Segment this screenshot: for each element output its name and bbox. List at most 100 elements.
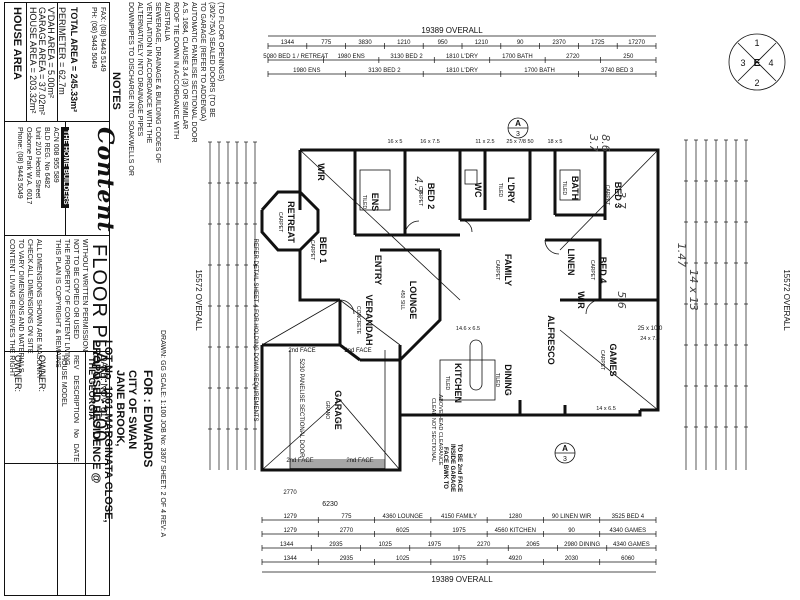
- door-swing: [585, 299, 601, 315]
- ceiling-note: 25 x 10.0: [638, 326, 663, 332]
- compass-line: [737, 42, 777, 82]
- room-finish: CARPET: [494, 260, 500, 280]
- section-marker-sheet: 3: [516, 131, 520, 138]
- roof-line: [261, 399, 341, 471]
- dimension-label: 6060: [621, 556, 635, 562]
- room-finish: CONCRETE: [355, 306, 361, 335]
- handwritten-note: 1.47: [675, 243, 688, 268]
- dimension-label: 775: [341, 514, 352, 520]
- door-swing: [459, 219, 473, 233]
- roof-line: [559, 329, 659, 411]
- overall-dimension-left: 15572 OVERALL: [194, 269, 203, 331]
- section-marker-sheet: 3: [563, 456, 567, 463]
- room-label: WC: [473, 183, 483, 198]
- dimension-label: 4150 FAMILY: [441, 514, 477, 520]
- second-face-label: 2nd FACE: [288, 348, 315, 354]
- room-name: DINING: [503, 364, 513, 396]
- dimension-label: 90 LINEN WIR: [552, 514, 592, 520]
- dimension-label: 2370: [552, 40, 566, 46]
- dimension-label: 1810 L'DRY: [446, 68, 478, 74]
- dimension-label: 1980 ENS: [337, 54, 364, 60]
- room-name: WC: [473, 183, 483, 198]
- room-name: GARAGE: [333, 390, 343, 430]
- dimension-label: 2065: [526, 542, 540, 548]
- window-label: 24 x 7.5: [640, 336, 660, 342]
- dimension-label: 2270: [477, 542, 491, 548]
- dimension-label: 1810 L'DRY: [446, 54, 478, 60]
- window-label: 11 x 2.5: [475, 139, 494, 145]
- overall-dimension-right: 15572 OVERALL: [782, 269, 791, 331]
- room-name: GAMES: [608, 343, 618, 376]
- door-swing: [404, 220, 420, 236]
- dimension-label: 2770: [340, 528, 354, 534]
- room-label: LINEN: [566, 249, 576, 276]
- window-label: 18 x 5: [548, 139, 563, 145]
- room-name: VERANDAH: [364, 294, 374, 345]
- roof-line: [261, 299, 341, 346]
- dimension-label: 1725: [591, 40, 605, 46]
- face-note: FACE BWK TO: [442, 447, 448, 489]
- window-label: 14.6 x 6.5: [456, 326, 480, 332]
- dimension-label: 1210: [397, 40, 411, 46]
- handwritten-note: 4.7: [412, 176, 425, 194]
- title-block: HOUSE AREA HOUSE AREA = 203.32m² GARAGE …: [4, 2, 118, 596]
- dimension-label: 5080 BED 1 / RETREAT: [263, 54, 328, 60]
- handwritten-note: 8.6: [599, 134, 612, 152]
- door-swing: [544, 239, 560, 255]
- second-face-label: 2nd FACE: [344, 348, 371, 354]
- dimension-label: 1344: [283, 556, 297, 562]
- dimension-label: 1344: [280, 542, 294, 548]
- dimension-label: 90: [517, 40, 524, 46]
- dimension-label: 4340 GAMES: [610, 528, 647, 534]
- dimension-label: 2935: [340, 556, 354, 562]
- dimension-label: 1279: [283, 514, 297, 520]
- dimension-label: 3130 BED 2: [368, 68, 401, 74]
- handwritten-note: 3.7: [587, 134, 600, 152]
- room-finish: TILED: [444, 376, 450, 391]
- compass-digit: 4: [768, 58, 773, 68]
- garage-width: 6230: [322, 501, 338, 508]
- room-name: RETREAT: [286, 201, 296, 243]
- room-name: WIR: [316, 163, 326, 181]
- room-label: ENTRY: [373, 255, 383, 285]
- dimension-label: 2720: [566, 54, 580, 60]
- compass-digit: 1: [754, 38, 759, 48]
- room-finish: TILED: [361, 195, 367, 210]
- room-name: KITCHEN: [453, 363, 463, 403]
- second-face-label: 2nd FACE: [286, 458, 313, 464]
- room-name: LINEN: [566, 249, 576, 276]
- section-marker-letter: A: [562, 444, 568, 453]
- face-note: TO BE 2nd FACE: [456, 444, 462, 492]
- dimension-label: 3740 BED 3: [601, 68, 634, 74]
- dimension-label: 1025: [378, 542, 392, 548]
- room-name: BATH: [570, 176, 580, 200]
- room-label: WIR: [316, 163, 326, 181]
- clear-note: ABOVE HEAD CLEARANCE: [437, 395, 443, 466]
- dimension-label: 4920: [509, 556, 523, 562]
- dimension-label: 1279: [283, 528, 297, 534]
- dimension-label: 1975: [452, 528, 466, 534]
- room-name: ENS: [370, 193, 380, 212]
- window-label: 16 x 7.5: [420, 139, 440, 145]
- room-name: LOUNGE: [408, 281, 418, 320]
- wc-fixture: [464, 169, 478, 185]
- room-name: ALFRESCO: [546, 315, 556, 365]
- dimension-label: 1975: [452, 556, 466, 562]
- kitchen-bench: [439, 359, 496, 401]
- dimension-label: 1025: [396, 556, 410, 562]
- dimension-label: 3830: [358, 40, 372, 46]
- bath-fixture: [559, 169, 581, 201]
- kitchen-island: [469, 339, 483, 391]
- bed4-wall: [545, 238, 602, 300]
- overall-dimension-top: 19389 OVERALL: [421, 26, 483, 35]
- dimension-label: 2030: [565, 556, 579, 562]
